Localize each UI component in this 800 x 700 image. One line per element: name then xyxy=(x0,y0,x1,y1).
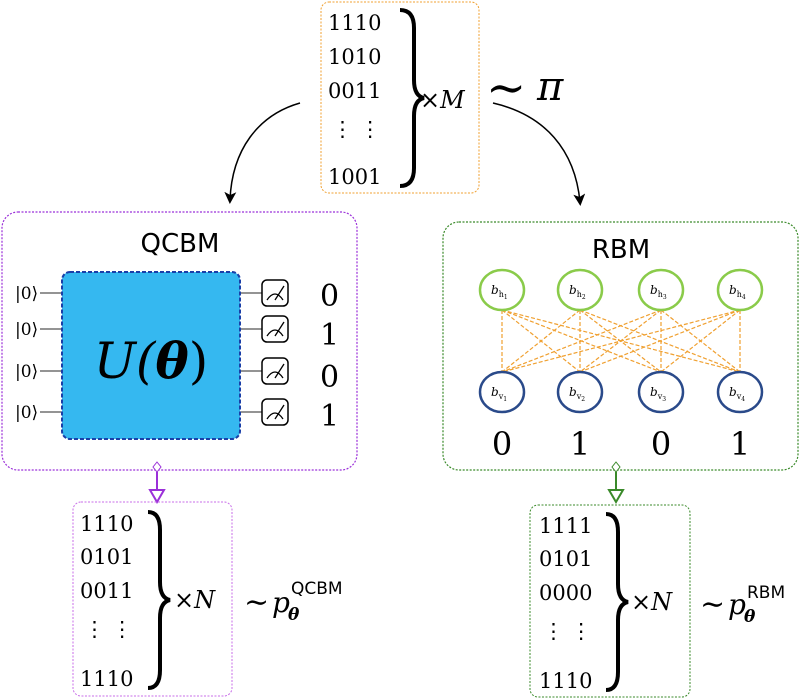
rbm-edge xyxy=(660,309,741,373)
visible-unit-3: bv3 xyxy=(637,370,685,414)
qcbm-samples: 1110 0101 0011 ⋮ ⋮ 1110 ×N ∼ p θ QCBM xyxy=(72,501,343,697)
qubit-lines: |0⟩ |0⟩ |0⟩ |0⟩ xyxy=(15,284,262,423)
rbm-output-bit: 1 xyxy=(570,425,590,463)
sample-row: ⋮ ⋮ xyxy=(543,619,592,643)
data-row: 1010 xyxy=(328,45,381,69)
hidden-unit-label: bh3 xyxy=(650,283,667,301)
rbm-distribution-label: p xyxy=(728,588,746,621)
visible-unit-label: bv3 xyxy=(650,385,666,403)
qcbm-output-bit: 1 xyxy=(320,399,339,434)
visible-unit-label: bv4 xyxy=(729,385,745,403)
distributed-as-symbol: ∼ xyxy=(486,60,526,116)
visible-unit-4: bv4 xyxy=(716,370,764,414)
qcbm-title: QCBM xyxy=(141,229,220,259)
rbm-output-bit: 0 xyxy=(492,425,512,463)
unitary-gate xyxy=(61,271,241,440)
multiplier-label: ×N xyxy=(174,586,216,614)
rbm-edge xyxy=(579,309,741,373)
visible-unit-2: bv2 xyxy=(556,370,604,414)
sample-row: 1110 xyxy=(80,512,133,536)
rbm-edges xyxy=(501,309,741,373)
visible-unit-label: bv2 xyxy=(569,385,585,403)
rbm-edge xyxy=(501,309,581,373)
data-row: ⋮ ⋮ xyxy=(332,117,381,141)
data-row: 1110 xyxy=(328,11,381,35)
qcbm-panel: QCBM |0⟩ |0⟩ |0⟩ |0⟩ U(θ) xyxy=(1,211,358,471)
qubit-label: |0⟩ xyxy=(15,320,38,340)
qcbm-distribution-subscript: θ xyxy=(288,605,300,625)
data-box-border xyxy=(320,1,480,194)
rbm-distribution-subscript: θ xyxy=(744,607,756,627)
rbm-output-bit: 0 xyxy=(651,425,671,463)
qcbm-border xyxy=(1,211,358,471)
qcbm-samples-border xyxy=(72,501,233,697)
qcbm-sample-arrow-icon xyxy=(148,461,166,504)
qubit-label: |0⟩ xyxy=(15,403,38,423)
multiplier-label: ×M xyxy=(420,86,466,114)
sample-row: 1110 xyxy=(80,667,133,691)
hidden-unit-4: bh4 xyxy=(716,268,764,312)
rbm-edge xyxy=(501,309,741,373)
right-brace-icon xyxy=(605,512,629,692)
meter-icon xyxy=(261,315,289,343)
rbm-sample-arrow-icon xyxy=(607,461,625,504)
hidden-unit-3: bh3 xyxy=(637,268,685,312)
hidden-unit-label: bh1 xyxy=(491,283,508,301)
right-brace-icon xyxy=(147,510,171,690)
measurement-meters xyxy=(261,279,289,426)
hidden-unit-2: bh2 xyxy=(556,268,604,312)
rbm-distribution-superscript: RBM xyxy=(747,583,785,603)
sample-row: 0011 xyxy=(80,579,133,603)
meter-icon xyxy=(261,357,289,385)
rbm-samples: 1111 0101 0000 ⋮ ⋮ 1110 ×N ∼ p θ RBM xyxy=(529,504,785,698)
data-row: 1001 xyxy=(328,165,381,189)
qcbm-output-bit: 0 xyxy=(320,360,339,395)
visible-unit-1: bv1 xyxy=(478,370,526,414)
arrow-to-qcbm-icon xyxy=(224,102,301,204)
hidden-unit-1: bh1 xyxy=(478,268,526,312)
multiplier-label: ×N xyxy=(631,588,673,616)
qubit-label: |0⟩ xyxy=(15,284,38,304)
data-box: 1110 1010 0011 ⋮ ⋮ 1001 ×M ∼ π xyxy=(320,1,564,194)
distributed-as-symbol: ∼ xyxy=(244,585,269,620)
data-row: 0011 xyxy=(328,79,381,103)
rbm-edge xyxy=(501,309,662,373)
sample-row: 0000 xyxy=(539,581,592,605)
sample-row: 0101 xyxy=(80,545,133,569)
hidden-unit-label: bh4 xyxy=(729,283,746,301)
sample-row: ⋮ ⋮ xyxy=(84,617,133,641)
sample-row: 1111 xyxy=(539,514,592,538)
rbm-border xyxy=(442,221,799,471)
target-distribution-label: π xyxy=(536,64,564,110)
visible-unit-label: bv1 xyxy=(491,385,507,403)
rbm-nodes: bh1 bh2 bh3 bh4 bv1 bv2 bv3 bv4 xyxy=(478,268,764,414)
sample-row: 1110 xyxy=(539,669,592,693)
qcbm-distribution-label: p xyxy=(272,586,290,619)
qcbm-output-bit: 0 xyxy=(320,279,339,314)
hidden-unit-label: bh2 xyxy=(569,283,586,301)
rbm-panel: RBM bh1 bh2 bh3 bh4 bv1 bv2 bv3 bv4 0 1 0 1 xyxy=(442,221,799,471)
rbm-title: RBM xyxy=(592,235,650,265)
qcbm-distribution-superscript: QCBM xyxy=(291,579,343,599)
qcbm-output-bit: 1 xyxy=(320,318,339,353)
sample-row: 0101 xyxy=(539,547,592,571)
unitary-gate-label: U(θ) xyxy=(94,331,209,390)
meter-icon xyxy=(261,398,289,426)
rbm-output-bit: 1 xyxy=(730,425,750,463)
right-brace-icon xyxy=(399,8,425,188)
qubit-label: |0⟩ xyxy=(15,362,38,382)
meter-icon xyxy=(261,279,289,307)
rbm-samples-border xyxy=(529,504,691,698)
distributed-as-symbol: ∼ xyxy=(700,587,725,622)
arrow-to-rbm-icon xyxy=(492,102,586,206)
